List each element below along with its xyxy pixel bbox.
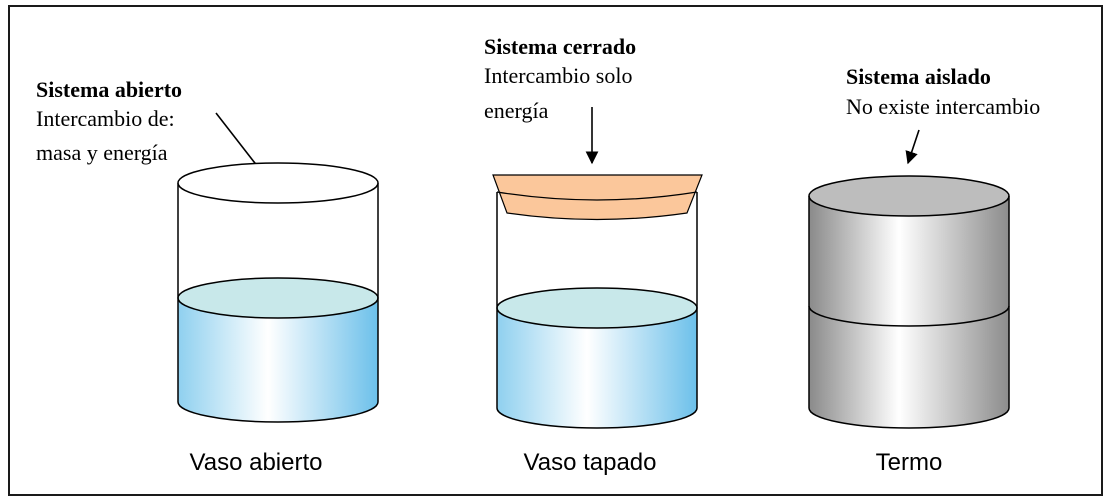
isolated-system: Sistema aislado No existe intercambio Te… bbox=[808, 64, 1040, 476]
closed-system-title: Sistema cerrado bbox=[484, 34, 636, 59]
isolated-system-arrow bbox=[905, 129, 920, 165]
open-system-caption: Vaso abierto bbox=[190, 449, 323, 476]
isolated-system-caption: Termo bbox=[876, 449, 943, 476]
open-system-description-line-1: Intercambio de: bbox=[36, 106, 175, 131]
open-glass-icon bbox=[177, 162, 379, 423]
open-system-description-line-2: masa y energía bbox=[36, 140, 168, 165]
covered-glass-icon bbox=[492, 174, 703, 429]
lid-icon bbox=[492, 174, 703, 221]
closed-system-caption: Vaso tapado bbox=[524, 449, 657, 476]
thermos-icon bbox=[808, 175, 1010, 429]
isolated-system-description-line-1: No existe intercambio bbox=[846, 94, 1040, 119]
open-system-title: Sistema abierto bbox=[36, 77, 182, 102]
isolated-system-title: Sistema aislado bbox=[846, 64, 991, 89]
closed-system-description-line-2: energía bbox=[484, 98, 549, 123]
closed-system: Sistema cerrado Intercambio solo energía… bbox=[484, 34, 703, 476]
closed-system-description-line-1: Intercambio solo bbox=[484, 63, 632, 88]
open-system: Sistema abierto Intercambio de: masa y e… bbox=[36, 77, 379, 476]
